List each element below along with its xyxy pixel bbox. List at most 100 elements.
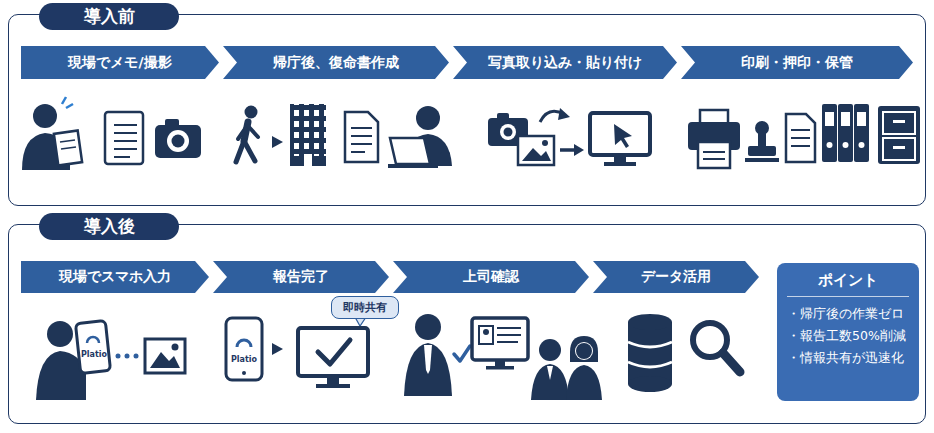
import-icon [574,144,584,156]
dots-symbol [116,354,139,359]
camera-icon [167,130,189,152]
person-laptop-icon [416,106,440,130]
cabinet-icon [883,138,915,160]
monitor-id-icon [472,318,528,370]
step-chevron: 現場でスマホ入力 [21,261,209,293]
person-memo-icon [54,130,82,165]
chevron-shape [223,46,449,79]
import-icon [604,162,636,166]
phone-icon [226,318,262,380]
document-icon [351,151,365,153]
stamp-icon [748,146,776,156]
chevron-shape [393,261,589,293]
import-icon [500,124,516,140]
import-icon [590,113,650,155]
arrow-symbol [272,136,283,148]
person-memo-icon [22,97,82,170]
step-label: 上司確認 [447,268,535,286]
manager-icon [415,314,441,340]
document-icon [345,112,378,162]
stamp-icon [745,121,779,162]
magnifier-icon [693,323,740,372]
person-memo-icon [62,97,66,104]
section-tab: 導入前 [39,3,179,30]
notebook-icon [114,148,137,150]
callout-text: 即時共有 [337,300,393,315]
illustration [22,97,920,400]
person-laptop-icon [390,138,430,164]
step-chevron: 写真取り込み・貼り付け [453,46,677,79]
stamp-icon [758,133,766,147]
chevron-shape [213,261,389,293]
phone-icon [237,340,251,347]
document-icon [351,127,372,129]
printer-icon [703,158,725,160]
monitor-check-icon [298,328,368,388]
chevron-shape [21,261,209,293]
manager-icon [404,343,452,396]
notebook-icon [105,112,143,164]
binder-icon [841,112,850,126]
monitor-id-icon [495,360,505,367]
dots-symbol [116,354,121,359]
database-icon [628,376,672,392]
document-icon [791,129,810,131]
import-icon [558,108,570,120]
database-icon [628,314,672,392]
document-icon [351,135,372,137]
photo-icon [172,344,179,351]
document-icon [791,137,810,139]
logo-text: Platio [81,350,107,359]
chevron-shape [21,46,219,79]
monitor-id-icon [497,334,521,336]
person-phone-icon [87,337,99,343]
printer-icon [688,110,740,168]
magnifier-icon [723,353,740,372]
import-icon [614,124,632,148]
notebook-icon [114,124,137,126]
point-bullet: ・帰庁後の作業ゼロ [787,303,909,325]
person-phone-icon [36,321,111,400]
arrow-symbol [272,343,283,355]
section-tab: 導入後 [39,213,179,240]
chevron-shape [681,46,913,79]
building-icon [290,104,326,156]
step-label: 帰庁後、復命書作成 [257,54,415,72]
person-phone-icon [75,321,110,374]
cabinet-icon [878,106,920,164]
binder-icon [854,104,869,162]
document-icon [345,112,378,162]
building-icon [290,104,326,166]
staff-icon [539,339,561,361]
binder-icon [857,112,866,126]
chevron-shape [593,261,759,293]
staff-icon [575,342,593,360]
import-icon [504,128,513,137]
camera-icon [155,125,201,158]
step-chevron: 帰庁後、復命書作成 [223,46,449,79]
point-bullet: ・情報共有が迅速化 [787,347,909,369]
printer-icon [698,142,730,168]
step-chevron: 上司確認 [393,261,589,293]
walking-person-icon [244,141,255,161]
import-icon [497,113,509,120]
database-icon [628,314,672,330]
person-memo-icon [60,140,75,142]
step-chevron: データ活用 [593,261,759,293]
step-label: 現場でスマホ入力 [43,268,187,286]
monitor-id-icon [497,327,521,329]
step-label: 印刷・押印・保管 [725,54,869,72]
notebook-icon [114,140,137,142]
person-laptop-icon [440,152,450,166]
camera-icon [172,135,185,148]
import-icon [522,148,551,161]
stamp-icon [755,121,769,135]
photo-icon [145,339,185,373]
step-label: データ活用 [625,268,727,286]
person-laptop-icon [388,164,438,168]
step-chevron: 印刷・押印・保管 [681,46,913,79]
monitor-id-icon [472,318,528,360]
import-icon [614,155,626,163]
binder-icon [822,104,869,162]
staff-icon [576,343,592,359]
